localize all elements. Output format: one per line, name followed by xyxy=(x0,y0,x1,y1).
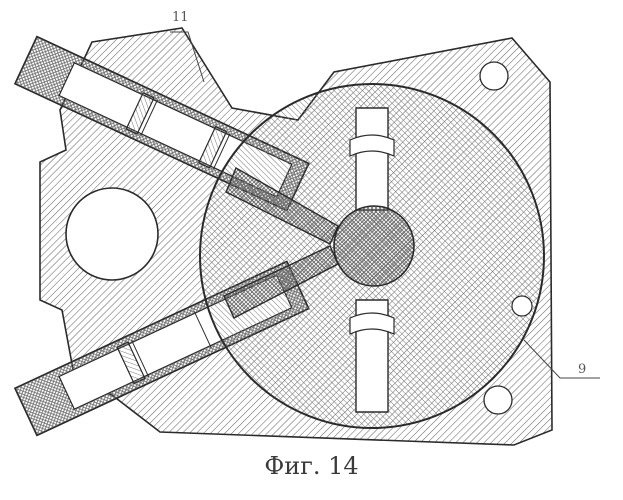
figure-caption: Фиг. 14 xyxy=(0,452,623,480)
callout-label-11: 11 xyxy=(172,10,189,25)
callout-label-9: 9 xyxy=(578,362,586,377)
bolt-hole-bottom-right xyxy=(484,386,512,414)
crank-pin xyxy=(334,206,414,286)
bolt-hole-top-right xyxy=(480,62,508,90)
side-opening xyxy=(66,188,158,280)
bolt-hole-right xyxy=(512,296,532,316)
